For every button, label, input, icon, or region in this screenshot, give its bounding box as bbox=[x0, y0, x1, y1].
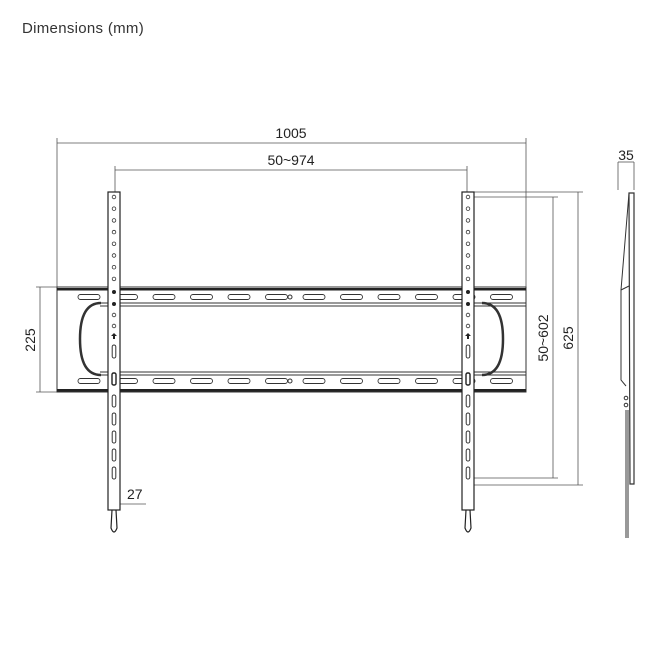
adjust-hole bbox=[111, 276, 117, 282]
mount-slot bbox=[77, 378, 101, 384]
vertical-uprights bbox=[107, 191, 475, 533]
slot bbox=[465, 412, 471, 426]
slot bbox=[465, 466, 471, 480]
mount-slot bbox=[190, 294, 213, 300]
mount-slot bbox=[152, 378, 176, 384]
mount-slot bbox=[377, 378, 401, 384]
adjust-hole bbox=[465, 229, 471, 235]
mount-slot bbox=[302, 378, 326, 384]
adjust-hole bbox=[465, 312, 471, 318]
mount-slot bbox=[302, 294, 326, 300]
mount-slot bbox=[490, 378, 513, 384]
wall-plate bbox=[56, 286, 527, 393]
lock-slot bbox=[111, 372, 117, 386]
upright-width-label: 27 bbox=[127, 486, 143, 502]
plate-height-label: 225 bbox=[22, 328, 38, 352]
adjust-hole bbox=[465, 218, 471, 223]
diagram-title: Dimensions (mm) bbox=[22, 20, 145, 37]
depth-label: 35 bbox=[618, 147, 634, 163]
mount-slot bbox=[190, 378, 213, 384]
adjust-hole bbox=[111, 206, 117, 211]
mount-slot bbox=[490, 294, 513, 300]
adjust-hole bbox=[111, 312, 117, 318]
slot bbox=[111, 394, 117, 408]
slot bbox=[111, 466, 117, 480]
slot bbox=[111, 430, 117, 444]
adjust-hole bbox=[111, 253, 117, 258]
mount-slot bbox=[227, 294, 251, 300]
adjust-hole bbox=[112, 302, 116, 306]
safety-cord bbox=[110, 509, 118, 533]
adjust-hole bbox=[465, 276, 471, 282]
mount-slot bbox=[77, 294, 101, 300]
slot bbox=[465, 430, 471, 444]
overall-width-label: 1005 bbox=[275, 125, 306, 141]
vesa-horizontal-label: 50~974 bbox=[267, 152, 314, 168]
adjust-hole bbox=[112, 290, 116, 294]
slot bbox=[465, 344, 471, 359]
mount-hole bbox=[287, 294, 293, 300]
slot bbox=[111, 448, 117, 462]
mount-hole bbox=[287, 378, 293, 384]
mount-slot bbox=[227, 378, 251, 384]
adjust-hole bbox=[465, 265, 471, 270]
adjust-hole bbox=[465, 241, 471, 246]
adjust-hole bbox=[465, 194, 471, 200]
adjust-hole bbox=[466, 302, 470, 306]
overall-height-label: 625 bbox=[560, 326, 576, 350]
adjust-hole bbox=[111, 194, 117, 200]
up-arrow-icon bbox=[111, 333, 117, 339]
slot bbox=[111, 344, 117, 359]
adjust-hole bbox=[465, 253, 471, 258]
safety-cord bbox=[464, 509, 472, 533]
mount-slot bbox=[415, 294, 438, 300]
adjust-hole bbox=[465, 206, 471, 211]
mount-slot bbox=[377, 294, 401, 300]
slot bbox=[465, 394, 471, 408]
adjust-hole bbox=[111, 241, 117, 246]
adjust-hole bbox=[111, 265, 117, 270]
mount-slot bbox=[415, 378, 438, 384]
adjust-hole bbox=[111, 323, 117, 329]
dimension-lines bbox=[36, 138, 635, 508]
side-profile bbox=[620, 192, 635, 538]
mount-slot bbox=[340, 378, 363, 384]
slot bbox=[111, 412, 117, 426]
adjust-hole bbox=[111, 229, 117, 235]
adjust-hole bbox=[466, 290, 470, 294]
upright-bracket bbox=[107, 191, 121, 533]
adjust-hole bbox=[465, 323, 471, 329]
mount-slot bbox=[152, 294, 176, 300]
up-arrow-icon bbox=[465, 333, 471, 339]
mount-slot bbox=[340, 294, 363, 300]
lock-slot bbox=[465, 372, 471, 386]
upright-bracket bbox=[461, 191, 475, 533]
vesa-vertical-label: 50~602 bbox=[535, 314, 551, 361]
adjust-hole bbox=[111, 218, 117, 223]
slot bbox=[465, 448, 471, 462]
